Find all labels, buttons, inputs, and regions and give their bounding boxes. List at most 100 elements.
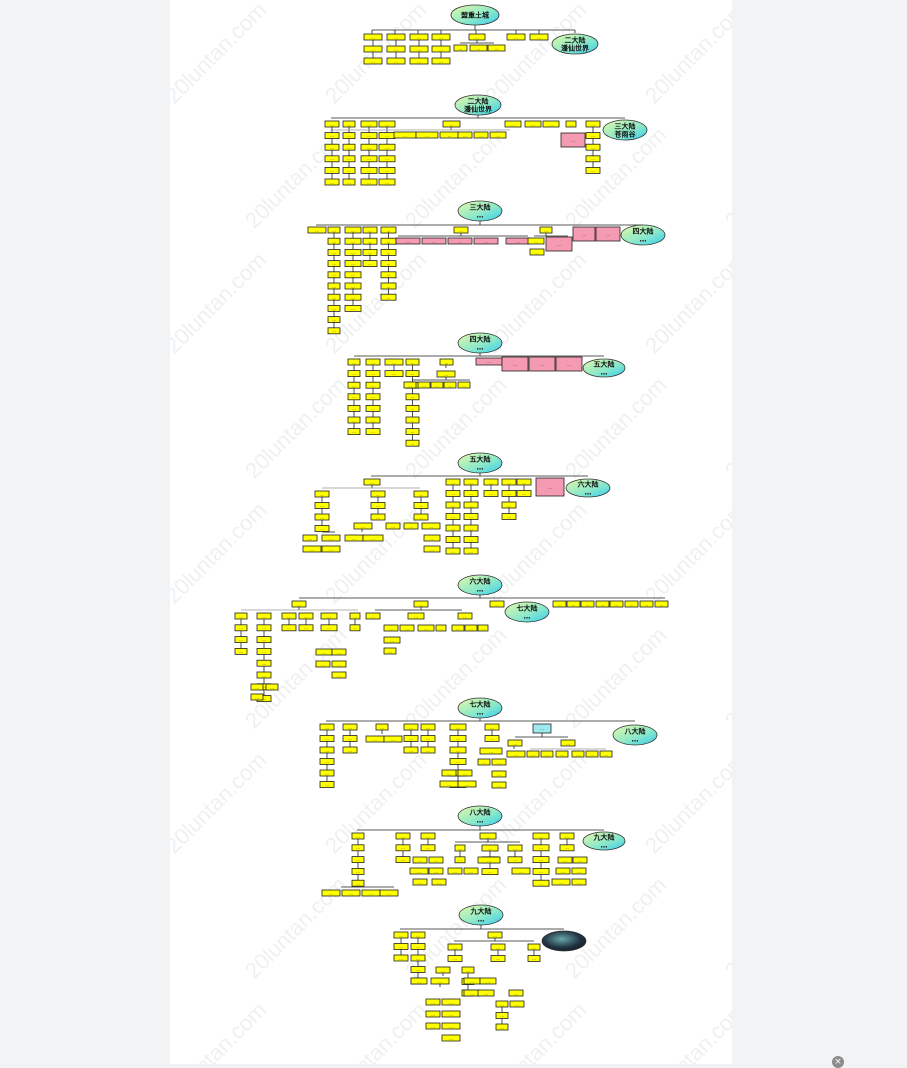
map-node[interactable]: … (405, 370, 420, 378)
map-node[interactable]: … (403, 381, 417, 389)
map-node[interactable]: … (298, 612, 314, 620)
map-node[interactable]: … (516, 490, 532, 497)
map-node[interactable]: … (383, 735, 403, 743)
map-node[interactable]: … (353, 522, 373, 530)
map-node[interactable]: … (383, 647, 397, 655)
map-node[interactable]: … (420, 844, 436, 852)
map-node[interactable]: … (327, 316, 341, 324)
map-node[interactable]: … (463, 867, 479, 875)
map-node[interactable]: … (319, 723, 335, 731)
map-node[interactable]: … (351, 844, 365, 852)
map-node[interactable]: … (445, 524, 461, 532)
map-node[interactable]: … (477, 758, 491, 766)
map-node[interactable]: … (560, 739, 576, 747)
map-node[interactable]: … (324, 120, 340, 128)
map-node[interactable]: … (256, 636, 272, 643)
map-node[interactable]: … (545, 236, 573, 252)
map-node[interactable]: … (421, 237, 447, 245)
map-node[interactable]: … (360, 155, 378, 163)
map-node[interactable]: … (234, 636, 248, 643)
map-node[interactable]: … (484, 735, 500, 742)
map-node[interactable]: … (495, 1023, 509, 1031)
map-node[interactable]: … (609, 600, 624, 608)
map-node[interactable]: … (370, 513, 386, 521)
map-node[interactable]: … (380, 237, 397, 245)
map-node[interactable]: … (378, 132, 396, 140)
map-node[interactable]: … (654, 600, 669, 608)
map-node[interactable]: … (431, 57, 451, 65)
map-node[interactable]: … (439, 358, 454, 366)
map-node[interactable]: … (393, 943, 409, 950)
map-node[interactable]: … (360, 178, 378, 186)
map-node[interactable]: … (314, 502, 330, 509)
map-node[interactable]: … (417, 624, 435, 632)
map-node[interactable]: … (410, 931, 426, 939)
map-node[interactable]: … (395, 832, 411, 840)
map-node[interactable]: … (365, 735, 385, 743)
map-node[interactable]: … (501, 513, 517, 520)
map-node[interactable]: … (420, 723, 436, 731)
map-node[interactable]: … (365, 381, 381, 389)
map-node[interactable]: … (599, 750, 613, 758)
map-node[interactable]: … (405, 393, 420, 401)
map-node[interactable]: … (319, 735, 335, 742)
map-node[interactable]: … (595, 600, 610, 608)
map-node[interactable]: … (425, 1022, 441, 1030)
map-node[interactable]: … (585, 120, 601, 128)
map-node[interactable]: … (256, 659, 272, 667)
map-node[interactable]: … (559, 844, 575, 852)
map-node[interactable]: … (410, 943, 426, 950)
map-node[interactable]: … (585, 750, 599, 758)
map-node[interactable]: … (464, 624, 478, 632)
map-node[interactable]: … (457, 780, 477, 788)
map-node[interactable]: … (327, 260, 341, 268)
map-node[interactable]: … (351, 868, 365, 875)
map-node[interactable]: … (420, 832, 436, 840)
map-node[interactable]: … (362, 226, 378, 234)
map-node[interactable]: … (526, 750, 540, 758)
map-node[interactable]: … (585, 155, 601, 163)
map-node[interactable]: … (365, 370, 381, 378)
map-node[interactable]: … (344, 534, 364, 542)
map-node[interactable]: … (532, 832, 550, 840)
map-node[interactable]: … (501, 490, 517, 497)
map-node[interactable]: … (342, 143, 356, 151)
map-node[interactable]: … (430, 977, 450, 985)
map-node[interactable]: … (412, 856, 428, 864)
map-node[interactable]: … (403, 522, 419, 530)
map-node[interactable]: … (362, 248, 378, 256)
map-node[interactable]: … (385, 522, 401, 530)
map-node[interactable]: … (412, 878, 428, 886)
map-node[interactable]: … (463, 478, 479, 486)
map-node[interactable]: … (393, 131, 417, 139)
map-node[interactable]: … (331, 671, 347, 679)
map-node[interactable]: … (324, 155, 340, 163)
map-node[interactable]: … (475, 357, 503, 366)
map-node[interactable]: … (234, 648, 248, 655)
map-node[interactable]: … (307, 226, 327, 234)
map-node[interactable]: … (315, 660, 331, 668)
map-node[interactable]: … (324, 178, 340, 186)
map-node[interactable]: … (361, 889, 381, 897)
map-node[interactable]: … (504, 120, 522, 128)
map-node[interactable]: … (491, 781, 507, 789)
map-node[interactable]: … (449, 746, 467, 754)
map-node[interactable]: … (383, 636, 401, 644)
map-node[interactable]: … (378, 155, 396, 163)
map-node[interactable]: … (532, 856, 550, 863)
map-node[interactable]: … (445, 490, 461, 497)
map-node[interactable]: … (265, 683, 279, 691)
map-node[interactable]: … (378, 120, 396, 128)
map-node[interactable]: … (571, 867, 587, 875)
map-node[interactable]: … (298, 624, 314, 632)
map-node[interactable]: … (341, 889, 361, 897)
map-node[interactable]: … (302, 534, 318, 542)
map-node[interactable]: … (447, 943, 463, 951)
map-node[interactable]: … (370, 502, 386, 509)
map-node[interactable]: … (457, 381, 471, 389)
map-node[interactable]: … (380, 260, 397, 268)
map-node[interactable]: … (487, 44, 506, 52)
continent-node[interactable]: 四大陆… (457, 332, 503, 354)
globe-image[interactable] (541, 930, 587, 952)
